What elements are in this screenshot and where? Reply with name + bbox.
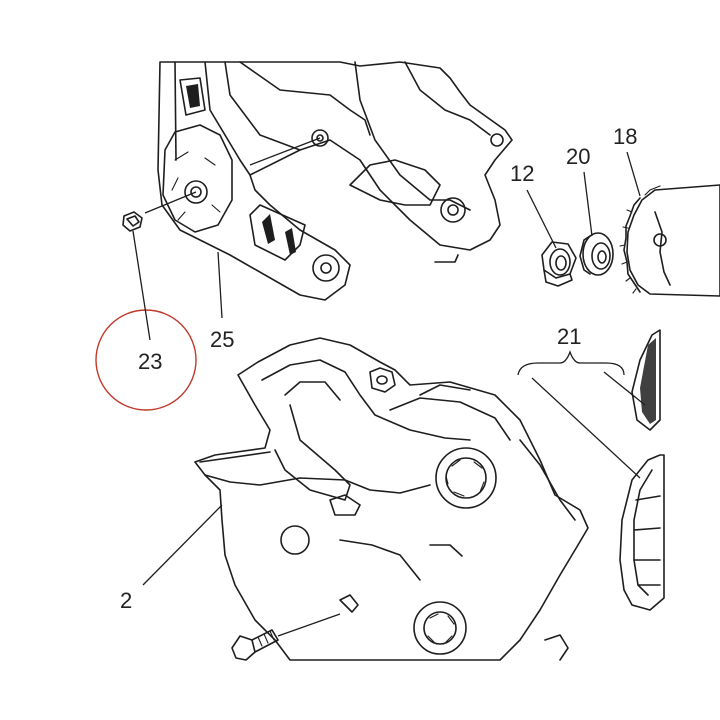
callout-label-2[interactable]: 2: [120, 588, 132, 613]
highlight-circle-part-23[interactable]: [95, 309, 197, 411]
nut-part-12[interactable]: [541, 241, 577, 287]
callout-label-25[interactable]: 25: [210, 327, 234, 352]
callout-label-18[interactable]: 18: [613, 124, 637, 149]
timing-belt-part-21[interactable]: [619, 329, 665, 611]
leader-part-18: [626, 151, 641, 197]
outer-timing-cover-part-2[interactable]: [194, 337, 589, 661]
leader-part-12: [526, 189, 557, 249]
leader-part-2: [142, 504, 223, 586]
bolt-part-23[interactable]: [122, 211, 143, 232]
leader-21-upper: [603, 371, 646, 406]
leader-bolt-to-hole: [144, 191, 197, 214]
leader-part-20: [583, 171, 593, 237]
inner-timing-cover-part-25[interactable]: [157, 61, 513, 301]
leader-hole-to-hole: [249, 137, 321, 166]
leader-part-23: [132, 230, 151, 341]
cover-bolt[interactable]: [231, 629, 279, 661]
callout-label-20[interactable]: 20: [566, 144, 590, 169]
callout-label-12[interactable]: 12: [510, 161, 534, 186]
callout-label-23[interactable]: 23: [138, 349, 162, 374]
sprocket-part-18[interactable]: [619, 184, 720, 297]
leader-21-lower: [531, 377, 641, 479]
brace-part-21: [517, 350, 625, 376]
leader-cover-bolt: [277, 613, 341, 637]
callout-label-21[interactable]: 21: [557, 324, 581, 349]
leader-part-25: [217, 251, 223, 319]
washer-part-20[interactable]: [579, 232, 614, 276]
